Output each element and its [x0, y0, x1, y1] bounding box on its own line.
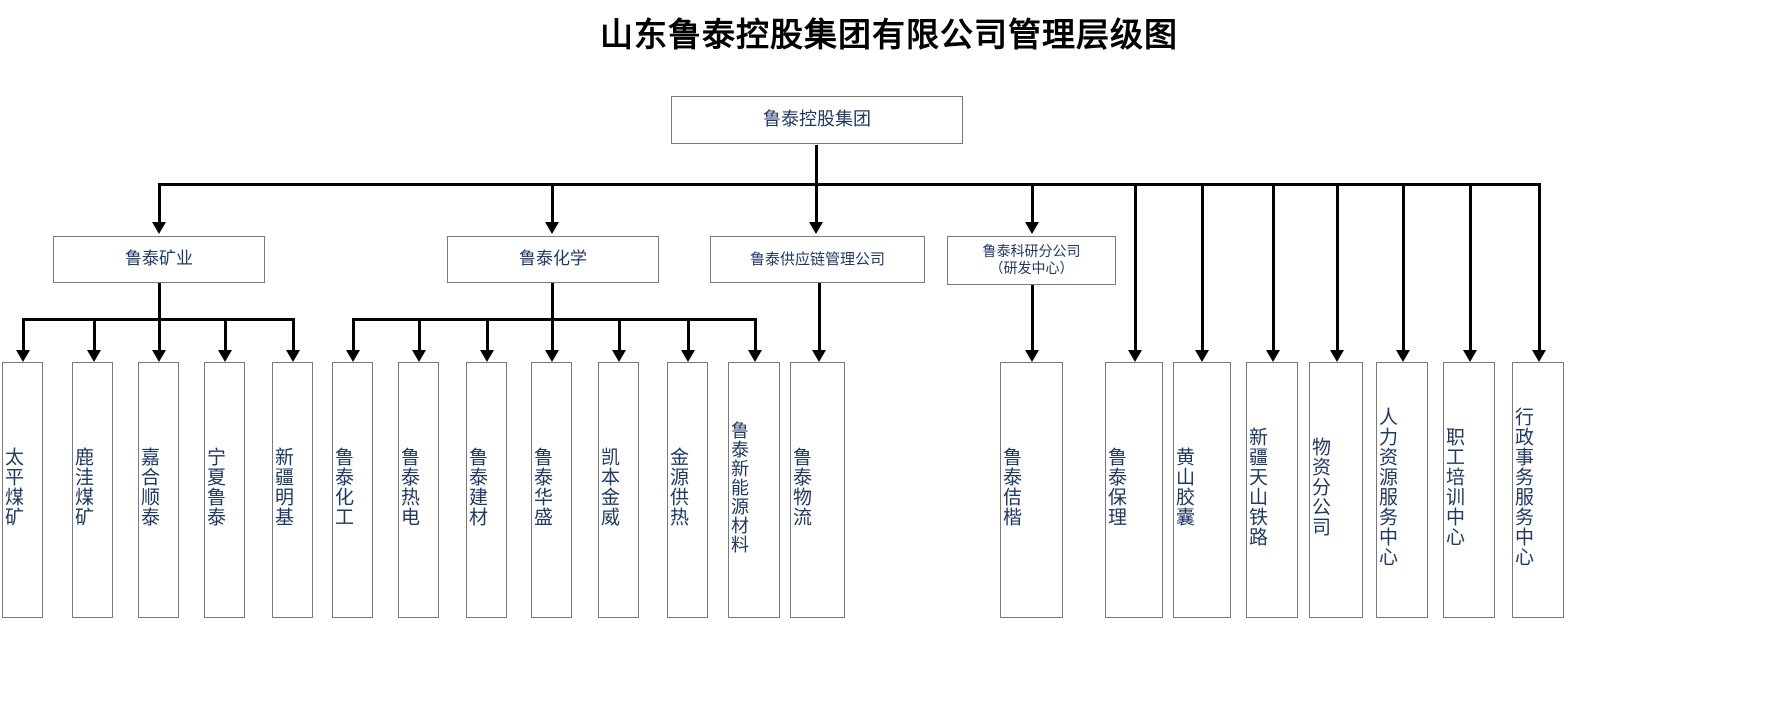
node-leaf-xinjiang-mingji[interactable]: 新疆明基 — [272, 362, 313, 618]
connector-chemical-drop-3 — [486, 318, 489, 351]
connector-chemical-drop-5 — [618, 318, 621, 351]
node-leaf-lutai-chemical[interactable]: 鲁泰化工 — [332, 362, 373, 618]
connector-chemical-drop-6 — [687, 318, 690, 351]
connector-drop-chemical — [551, 183, 554, 223]
arrow-direct-5 — [1396, 350, 1410, 362]
node-division-research[interactable]: 鲁泰科研分公司 （研发中心） — [947, 236, 1116, 285]
connector-drop-direct-6 — [1469, 183, 1472, 351]
connector-mining-drop-4 — [224, 318, 227, 351]
connector-drop-direct-4 — [1336, 183, 1339, 351]
arrow-mining-5 — [286, 350, 300, 362]
arrow-chemical-1 — [346, 350, 360, 362]
arrow-mining-2 — [87, 350, 101, 362]
node-leaf-ningxia-lutai[interactable]: 宁夏鲁泰 — [204, 362, 245, 618]
arrow-supplychain — [809, 222, 823, 234]
arrow-chemical-4 — [545, 350, 559, 362]
connector-drop-direct-7 — [1538, 183, 1541, 351]
arrow-direct-6 — [1463, 350, 1477, 362]
node-leaf-jiaheshuntai[interactable]: 嘉合顺泰 — [138, 362, 179, 618]
arrow-mining-1 — [16, 350, 30, 362]
connector-drop-mining — [158, 183, 161, 223]
connector-mining-drop-1 — [22, 318, 25, 351]
arrow-direct-2 — [1195, 350, 1209, 362]
node-leaf-xinjiang-tianshan-railway[interactable]: 新疆天山铁路 — [1246, 362, 1298, 618]
node-leaf-luwa-coal[interactable]: 鹿洼煤矿 — [72, 362, 113, 618]
connector-drop-research — [1031, 183, 1034, 223]
node-leaf-lutai-factoring[interactable]: 鲁泰保理 — [1105, 362, 1163, 618]
connector-research-drop — [1031, 285, 1034, 351]
arrow-chemical-5 — [612, 350, 626, 362]
arrow-direct-4 — [1330, 350, 1344, 362]
node-leaf-taiping-coal[interactable]: 太平煤矿 — [2, 362, 43, 618]
node-leaf-staff-training-center[interactable]: 职工培训中心 — [1443, 362, 1495, 618]
arrow-direct-1 — [1128, 350, 1142, 362]
node-leaf-lutai-logistics[interactable]: 鲁泰物流 — [790, 362, 845, 618]
node-leaf-materials-branch[interactable]: 物资分公司 — [1309, 362, 1363, 618]
node-leaf-lutai-jiekai[interactable]: 鲁泰佶楷 — [1000, 362, 1063, 618]
node-leaf-hr-service-center[interactable]: 人力资源服务中心 — [1376, 362, 1428, 618]
node-division-research-line1: 鲁泰科研分公司 — [982, 243, 1081, 260]
node-leaf-kaiben-jinwei[interactable]: 凯本金威 — [598, 362, 639, 618]
connector-chemical-drop-2 — [418, 318, 421, 351]
page-title: 山东鲁泰控股集团有限公司管理层级图 — [600, 15, 1178, 54]
connector-mining-drop-2 — [93, 318, 96, 351]
connector-mining-stem — [158, 283, 161, 321]
arrow-mining-3 — [152, 350, 166, 362]
arrow-research — [1025, 222, 1039, 234]
node-leaf-lutai-huasheng[interactable]: 鲁泰华盛 — [531, 362, 572, 618]
arrow-supplychain-1 — [812, 350, 826, 362]
node-leaf-lutai-building-materials[interactable]: 鲁泰建材 — [466, 362, 507, 618]
node-division-research-line2: （研发中心） — [989, 260, 1074, 277]
connector-drop-direct-1 — [1134, 183, 1137, 351]
connector-drop-direct-3 — [1272, 183, 1275, 351]
node-leaf-admin-service-center[interactable]: 行政事务服务中心 — [1512, 362, 1564, 618]
connector-drop-supplychain — [815, 183, 818, 223]
node-division-supplychain[interactable]: 鲁泰供应链管理公司 — [710, 236, 925, 283]
arrow-chemical — [545, 222, 559, 234]
connector-chemical-drop-1 — [352, 318, 355, 351]
arrow-mining-4 — [218, 350, 232, 362]
arrow-mining — [152, 222, 166, 234]
arrow-chemical-6 — [681, 350, 695, 362]
connector-drop-direct-2 — [1201, 183, 1204, 351]
arrow-chemical-7 — [748, 350, 762, 362]
node-root[interactable]: 鲁泰控股集团 — [671, 96, 963, 144]
connector-root-stem — [815, 145, 818, 185]
node-leaf-huangshan-capsule[interactable]: 黄山胶囊 — [1173, 362, 1231, 618]
arrow-direct-3 — [1266, 350, 1280, 362]
node-leaf-lutai-new-energy-materials[interactable]: 鲁泰新能源材料 — [728, 362, 780, 618]
connector-chemical-drop-4 — [551, 318, 554, 351]
node-leaf-jinyuan-heating[interactable]: 金源供热 — [667, 362, 708, 618]
arrow-research-1 — [1025, 350, 1039, 362]
arrow-chemical-3 — [480, 350, 494, 362]
connector-chemical-stem — [551, 283, 554, 321]
connector-drop-direct-5 — [1402, 183, 1405, 351]
connector-supplychain-drop — [818, 283, 821, 351]
connector-main-bus — [158, 183, 1540, 186]
arrow-chemical-2 — [412, 350, 426, 362]
connector-mining-drop-3 — [158, 318, 161, 351]
connector-chemical-bus — [352, 318, 757, 321]
connector-chemical-drop-7 — [754, 318, 757, 351]
node-division-chemical[interactable]: 鲁泰化学 — [447, 236, 659, 283]
connector-mining-drop-5 — [292, 318, 295, 351]
arrow-direct-7 — [1532, 350, 1546, 362]
node-leaf-lutai-thermal-power[interactable]: 鲁泰热电 — [398, 362, 439, 618]
node-division-mining[interactable]: 鲁泰矿业 — [53, 236, 265, 283]
